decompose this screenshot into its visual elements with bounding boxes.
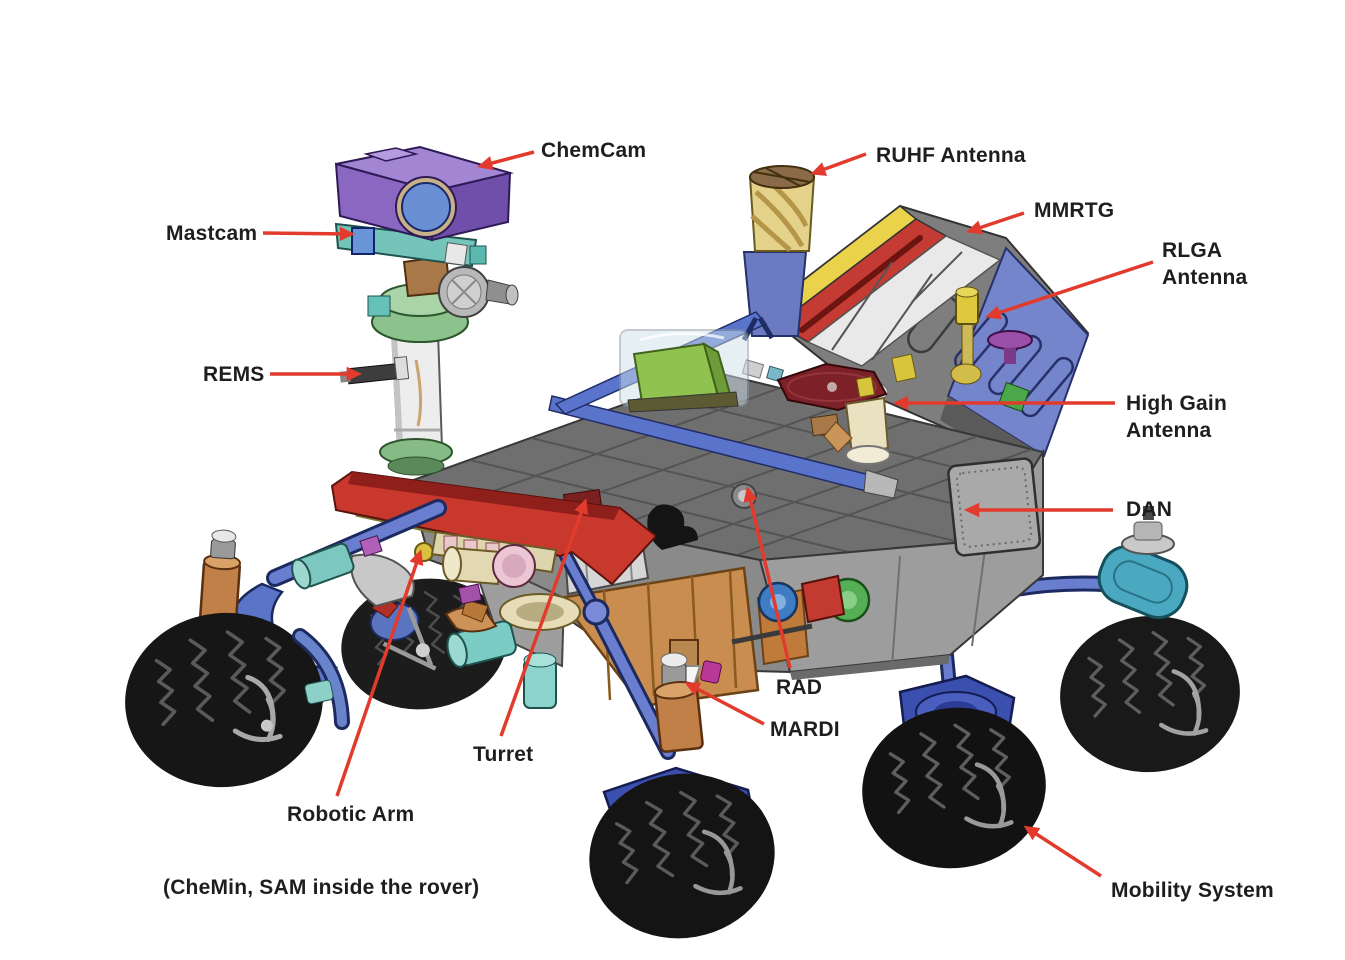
label-rlga-antenna: RLGA Antenna <box>1162 239 1248 289</box>
rover-wheel-rear-far <box>1060 615 1240 773</box>
rover-dan-panel <box>947 457 1042 557</box>
rover-ruhf-antenna <box>742 165 816 337</box>
note-chemin-sam: (CheMin, SAM inside the rover) <box>163 876 480 899</box>
rover-wheel-rear-near <box>862 674 1046 869</box>
rover-chemcam <box>334 145 514 242</box>
label-mmrtg: MMRTG <box>1034 199 1115 222</box>
label-turret: Turret <box>473 743 534 766</box>
label-chemcam: ChemCam <box>541 139 647 162</box>
label-dan: DAN <box>1126 498 1173 521</box>
label-rad: RAD <box>776 676 823 699</box>
label-mastcam: Mastcam <box>166 222 258 245</box>
rover-wheel-middle <box>559 549 775 939</box>
rover-high-gain-antenna <box>776 353 917 465</box>
rover-rlga-antenna <box>950 286 982 385</box>
label-robotic-arm: Robotic Arm <box>287 803 415 826</box>
label-rems: REMS <box>203 363 265 386</box>
rover-deck-equipment <box>414 286 1033 562</box>
label-high-gain-antenna: High Gain Antenna <box>1126 392 1227 442</box>
label-mardi: MARDI <box>770 718 840 741</box>
rover-mast <box>334 145 519 476</box>
label-mobility-system: Mobility System <box>1111 879 1274 902</box>
label-ruhf-antenna: RUHF Antenna <box>876 144 1026 167</box>
